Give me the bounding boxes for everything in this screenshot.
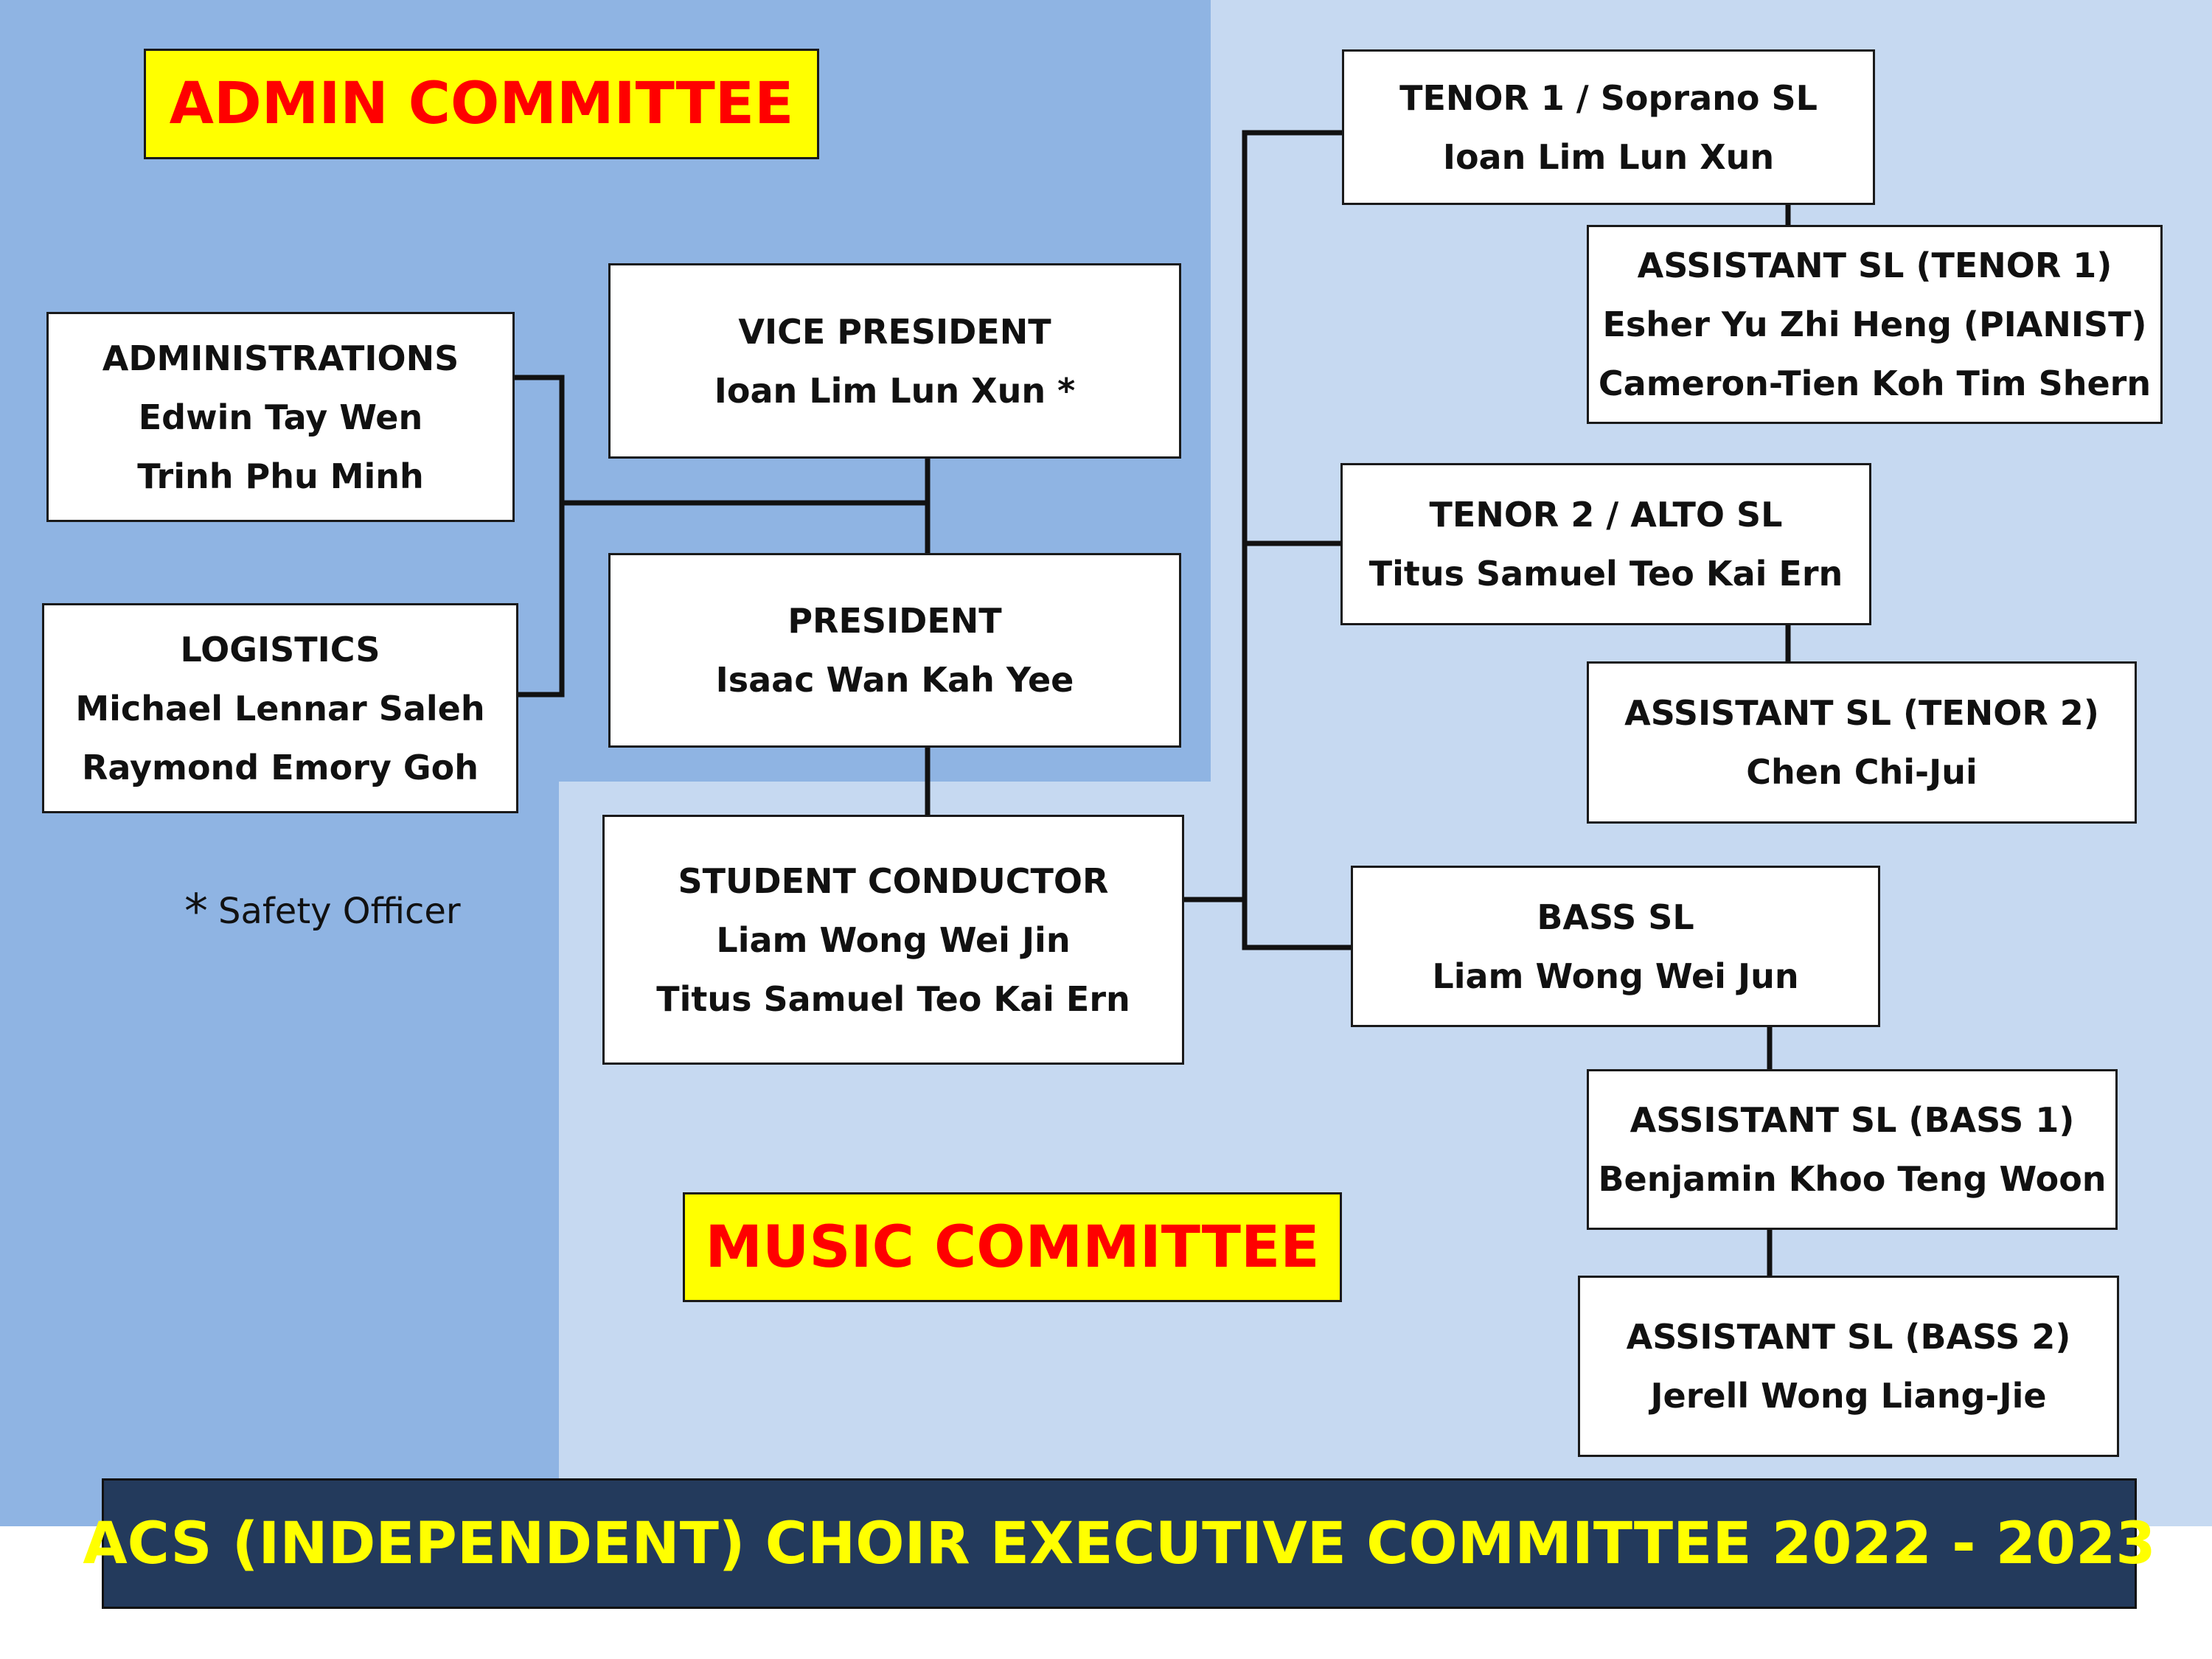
vice-president-member: Ioan Lim Lun Xun * [714, 370, 1076, 411]
assistant-bass2-role: ASSISTANT SL (BASS 2) [1626, 1317, 2071, 1357]
vice-president-role: VICE PRESIDENT [738, 311, 1051, 352]
tenor1-box: TENOR 1 / Soprano SL Ioan Lim Lun Xun [1342, 49, 1875, 205]
student-conductor-box: STUDENT CONDUCTOR Liam Wong Wei Jin Titu… [602, 815, 1184, 1065]
assistant-bass1-role: ASSISTANT SL (BASS 1) [1630, 1100, 2075, 1140]
admin-committee-label-text: ADMIN COMMITTEE [169, 71, 794, 137]
page-title: ACS (INDEPENDENT) CHOIR EXECUTIVE COMMIT… [83, 1510, 2156, 1577]
tenor1-role: TENOR 1 / Soprano SL [1399, 77, 1818, 118]
assistant-tenor2-member: Chen Chi-Jui [1746, 752, 1978, 792]
logistics-role: LOGISTICS [180, 629, 380, 669]
administrations-box: ADMINISTRATIONS Edwin Tay Wen Trinh Phu … [46, 312, 515, 522]
president-role: PRESIDENT [787, 601, 1002, 641]
vice-president-box: VICE PRESIDENT Ioan Lim Lun Xun * [608, 263, 1181, 459]
admin-region-lower [0, 782, 559, 1526]
tenor2-role: TENOR 2 / ALTO SL [1429, 495, 1783, 535]
music-committee-label-text: MUSIC COMMITTEE [705, 1214, 1320, 1281]
safety-officer-footnote: *Safety Officer [184, 885, 461, 939]
connector-administrations [512, 375, 565, 506]
administrations-role: ADMINISTRATIONS [102, 338, 459, 378]
title-banner: ACS (INDEPENDENT) CHOIR EXECUTIVE COMMIT… [83, 1478, 2156, 1609]
tenor2-box: TENOR 2 / ALTO SL Titus Samuel Teo Kai E… [1340, 463, 1871, 625]
footnote-text: Safety Officer [218, 891, 461, 932]
tenor1-member: Ioan Lim Lun Xun [1442, 136, 1775, 177]
bass-box: BASS SL Liam Wong Wei Jun [1351, 866, 1880, 1027]
bass-role: BASS SL [1537, 897, 1694, 937]
administrations-member: Trinh Phu Minh [137, 456, 424, 496]
logistics-box: LOGISTICS Michael Lennar Saleh Raymond E… [42, 603, 518, 813]
assistant-tenor1-role: ASSISTANT SL (TENOR 1) [1637, 246, 2112, 285]
student-conductor-role: STUDENT CONDUCTOR [678, 860, 1109, 901]
logistics-member: Michael Lennar Saleh [75, 688, 485, 728]
assistant-tenor2-box: ASSISTANT SL (TENOR 2) Chen Chi-Jui [1587, 661, 2137, 824]
assistant-bass1-box: ASSISTANT SL (BASS 1) Benjamin Khoo Teng… [1587, 1069, 2118, 1230]
assistant-bass1-member: Benjamin Khoo Teng Woon [1598, 1159, 2107, 1199]
assistant-tenor1-box: ASSISTANT SL (TENOR 1) Esher Yu Zhi Heng… [1587, 225, 2163, 424]
bass-member: Liam Wong Wei Jun [1432, 956, 1799, 996]
footnote-asterisk: * [184, 885, 208, 939]
admin-committee-label: ADMIN COMMITTEE [144, 49, 819, 159]
logistics-member: Raymond Emory Goh [81, 747, 479, 787]
assistant-tenor2-role: ASSISTANT SL (TENOR 2) [1624, 693, 2099, 733]
assistant-bass2-box: ASSISTANT SL (BASS 2) Jerell Wong Liang-… [1578, 1276, 2119, 1457]
president-box: PRESIDENT Isaac Wan Kah Yee [608, 553, 1181, 748]
assistant-bass2-member: Jerell Wong Liang-Jie [1650, 1376, 2047, 1416]
connector-logistics [515, 500, 565, 698]
assistant-tenor1-member: Esher Yu Zhi Heng (PIANIST) [1602, 305, 2147, 344]
assistant-tenor1-member: Cameron-Tien Koh Tim Shern [1598, 364, 2152, 403]
tenor2-member: Titus Samuel Teo Kai Ern [1368, 554, 1843, 594]
student-conductor-member: Liam Wong Wei Jin [716, 919, 1071, 960]
student-conductor-member: Titus Samuel Teo Kai Ern [656, 978, 1130, 1019]
president-member: Isaac Wan Kah Yee [715, 660, 1074, 700]
music-committee-label: MUSIC COMMITTEE [683, 1192, 1342, 1302]
administrations-member: Edwin Tay Wen [138, 397, 423, 437]
